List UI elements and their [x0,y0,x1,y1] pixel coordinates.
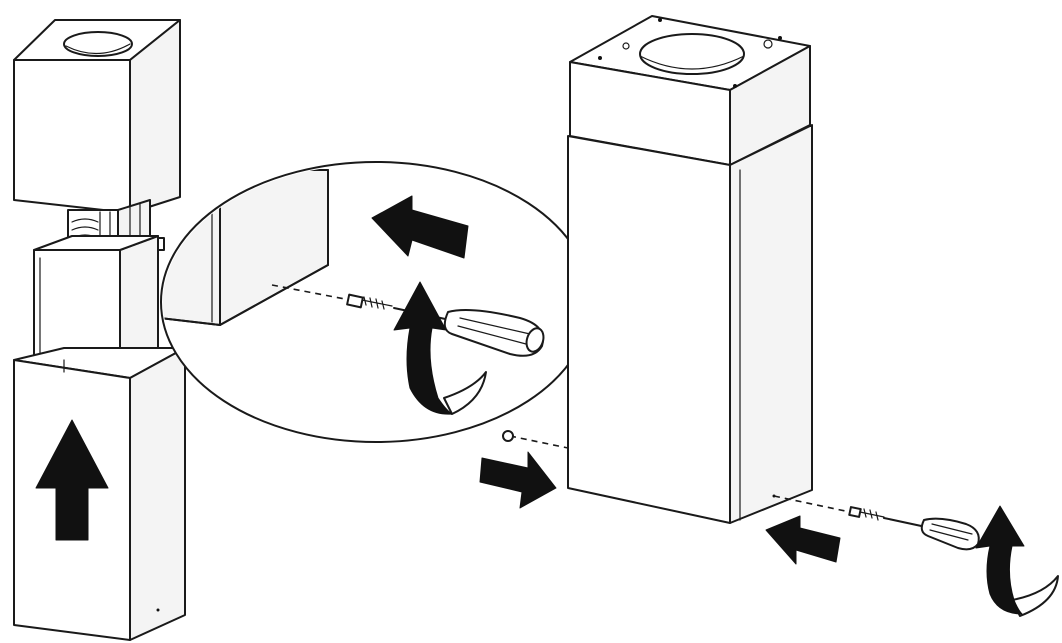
left-chimney-assembly [13,19,186,641]
right-upper-chimney [569,15,811,166]
screw-icon [848,506,885,521]
rotate-clockwise-icon [975,505,1059,617]
arrow-right-icon [479,451,557,509]
lower-chimney-cover [13,347,186,641]
screwdriver-icon [393,307,545,357]
arrow-left-icon [371,195,469,259]
right-chimney-assembly [479,15,1059,617]
arrow-left-icon [765,515,841,565]
arrow-up-icon [35,419,109,541]
magnified-detail-circle [160,161,592,443]
screw-icon [346,293,393,310]
right-lower-chimney [567,124,813,524]
screwdriver-icon [883,517,980,551]
rotate-clockwise-icon [393,281,487,415]
screw-icon [502,430,514,442]
upper-chimney-cover [13,19,181,214]
